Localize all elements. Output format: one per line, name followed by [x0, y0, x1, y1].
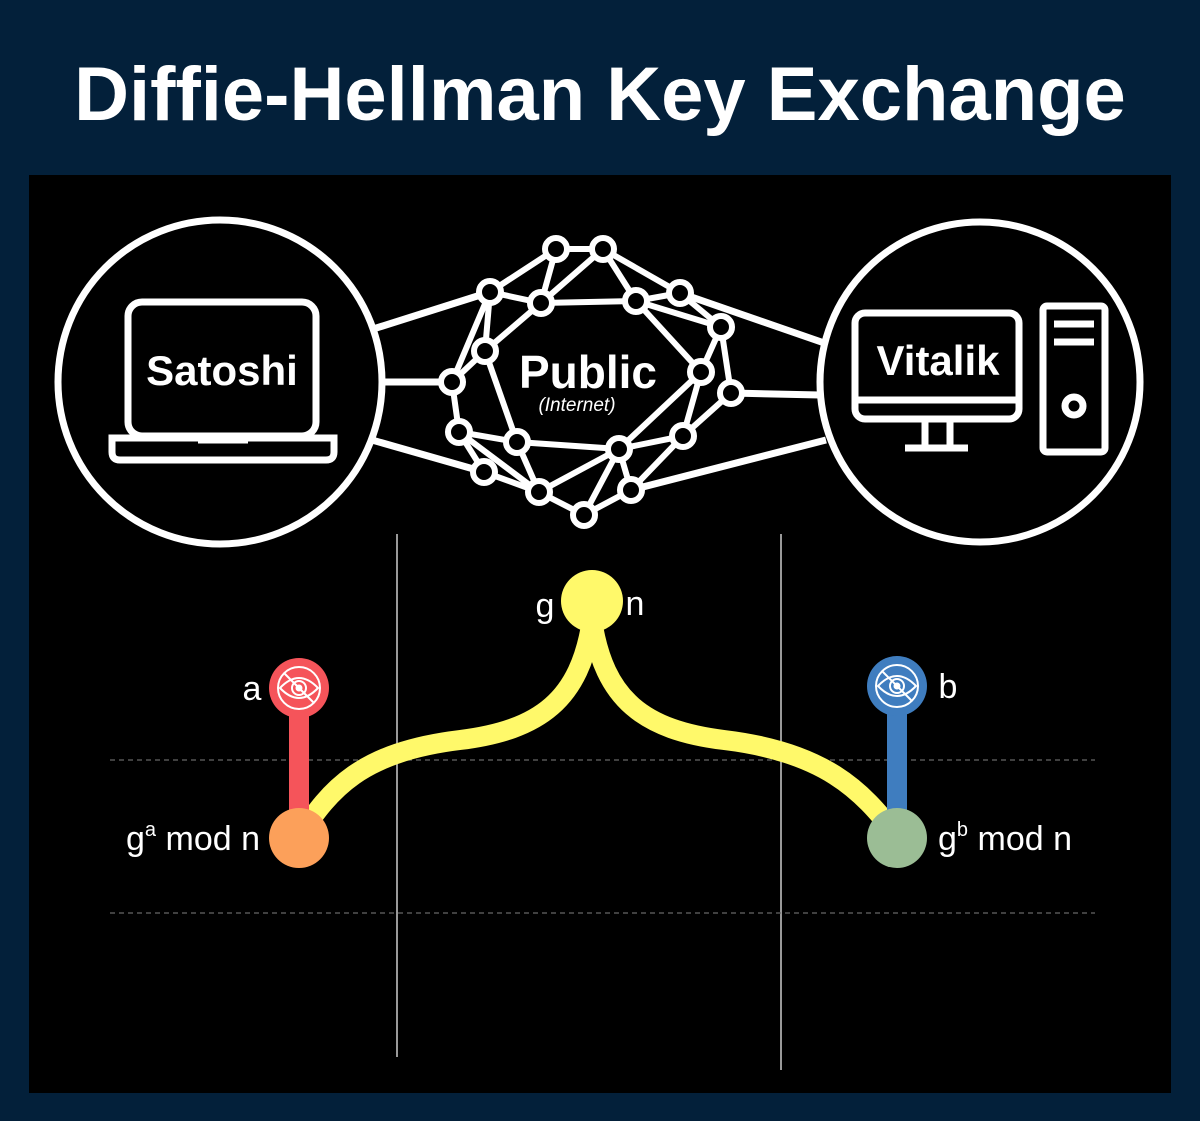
- satoshi-node: Satoshi: [54, 216, 386, 548]
- eye-slash-icon: [277, 666, 321, 710]
- result-b-node: [867, 808, 927, 868]
- mesh-node: [687, 358, 715, 386]
- mesh-node: [589, 235, 617, 263]
- mesh-edge: [616, 369, 704, 452]
- n-label: n: [626, 585, 645, 623]
- result-a-node: [269, 808, 329, 868]
- mesh-edge: [516, 439, 620, 452]
- connection-lines: [368, 288, 832, 494]
- mesh-node: [527, 289, 555, 317]
- mesh-node: [707, 313, 735, 341]
- a-label: a: [243, 670, 262, 708]
- mesh-edge: [633, 298, 704, 375]
- mesh-node: [476, 278, 504, 306]
- mesh-node: [570, 501, 598, 529]
- mesh-node: [445, 418, 473, 446]
- result-a-label: ga mod n: [126, 819, 260, 858]
- satoshi-label: Satoshi: [146, 347, 298, 394]
- result-b-label: gb mod n: [938, 819, 1072, 858]
- mesh-node: [605, 435, 633, 463]
- mesh-edge: [482, 350, 520, 443]
- network-mesh-icon: [438, 235, 745, 529]
- mesh-node: [617, 476, 645, 504]
- vitalik-node: Vitalik: [816, 218, 1144, 546]
- mesh-edge: [457, 429, 541, 495]
- g-label: g: [536, 587, 555, 625]
- b-label: b: [939, 668, 958, 706]
- divider-lines: [110, 534, 1095, 1070]
- eye-slash-icon: [875, 664, 919, 708]
- public-flow-left: [291, 618, 602, 841]
- mesh-node: [717, 379, 745, 407]
- mesh-node: [666, 279, 694, 307]
- mesh-edge: [449, 290, 493, 384]
- mesh-node: [438, 368, 466, 396]
- public-g-n-node: [561, 570, 623, 632]
- mesh-node: [622, 287, 650, 315]
- laptop-icon: [108, 298, 338, 464]
- mesh-edge: [540, 298, 637, 306]
- mesh-edge: [537, 446, 621, 495]
- mesh-node: [471, 337, 499, 365]
- mesh-node: [525, 478, 553, 506]
- mesh-edge: [601, 246, 682, 296]
- public-label: Public: [519, 346, 657, 398]
- desktop-computer-icon: [851, 302, 1109, 456]
- vitalik-label: Vitalik: [877, 337, 1001, 384]
- mesh-node: [470, 458, 498, 486]
- mesh-node: [503, 428, 531, 456]
- mesh-node: [669, 422, 697, 450]
- internet-label: (Internet): [538, 395, 615, 416]
- page-title: Diffie-Hellman Key Exchange: [74, 52, 1126, 137]
- mesh-node: [542, 235, 570, 263]
- mesh-edge: [635, 298, 722, 330]
- public-flow-right: [582, 618, 904, 842]
